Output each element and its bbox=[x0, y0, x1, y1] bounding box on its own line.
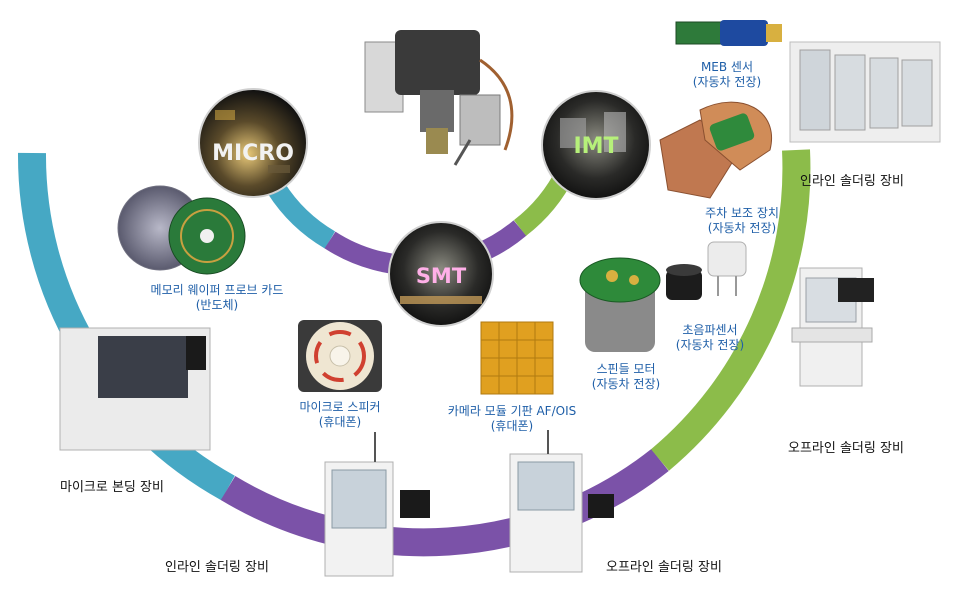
microscope-photo bbox=[364, 30, 514, 166]
inline-soldering-top-label: 인라인 솔더링 장비 bbox=[800, 174, 904, 189]
smt-label: SMT bbox=[416, 264, 467, 288]
imt-circle: IMT bbox=[541, 90, 651, 200]
spindle-motor-label: 스핀들 모터 (자동차 전장) bbox=[591, 362, 661, 391]
camera-module-photo bbox=[480, 321, 554, 395]
offline-soldering-bottom-label: 오프라인 솔더링 장비 bbox=[606, 560, 722, 575]
micro-bonding-photo bbox=[59, 327, 211, 451]
offline-soldering-right-label: 오프라인 솔더링 장비 bbox=[788, 441, 904, 456]
spindle-motor-photo bbox=[579, 257, 661, 352]
parking-assist-label: 주차 보조 장치 (자동차 전장) bbox=[705, 206, 779, 235]
inline-soldering-bottom-photo bbox=[324, 432, 430, 577]
probe-card-photo bbox=[117, 185, 246, 275]
smt-circle: SMT bbox=[388, 221, 494, 327]
meb-sensor-photo bbox=[675, 20, 782, 46]
micro-circle: MICRO bbox=[198, 88, 308, 198]
ultrasonic-sensor-photo bbox=[666, 241, 747, 300]
meb-sensor-label: MEB 센서 (자동차 전장) bbox=[692, 60, 762, 89]
inner-arc-cyan bbox=[267, 182, 336, 249]
outer-arc-green bbox=[651, 149, 811, 471]
offline-soldering-bottom-photo bbox=[509, 430, 614, 573]
micro-bonding-label: 마이크로 본딩 장비 bbox=[60, 480, 164, 495]
offline-soldering-right-photo bbox=[791, 267, 874, 387]
imt-label: IMT bbox=[573, 134, 618, 159]
micro-speaker-label: 마이크로 스피커 (휴대폰) bbox=[299, 400, 381, 429]
ultrasonic-sensor-label: 초음파센서 (자동차 전장) bbox=[675, 323, 745, 352]
camera-module-label: 카메라 모듈 기판 AF/OIS (휴대폰) bbox=[447, 404, 577, 433]
micro-label: MICRO bbox=[212, 141, 294, 166]
inline-soldering-bottom-label: 인라인 솔더링 장비 bbox=[165, 560, 269, 575]
parking-assist-photo bbox=[659, 101, 772, 199]
micro-speaker-photo bbox=[298, 320, 382, 392]
inline-soldering-top-photo bbox=[789, 41, 941, 143]
probe-card-label: 메모리 웨이퍼 프로브 카드 (반도체) bbox=[150, 283, 284, 312]
